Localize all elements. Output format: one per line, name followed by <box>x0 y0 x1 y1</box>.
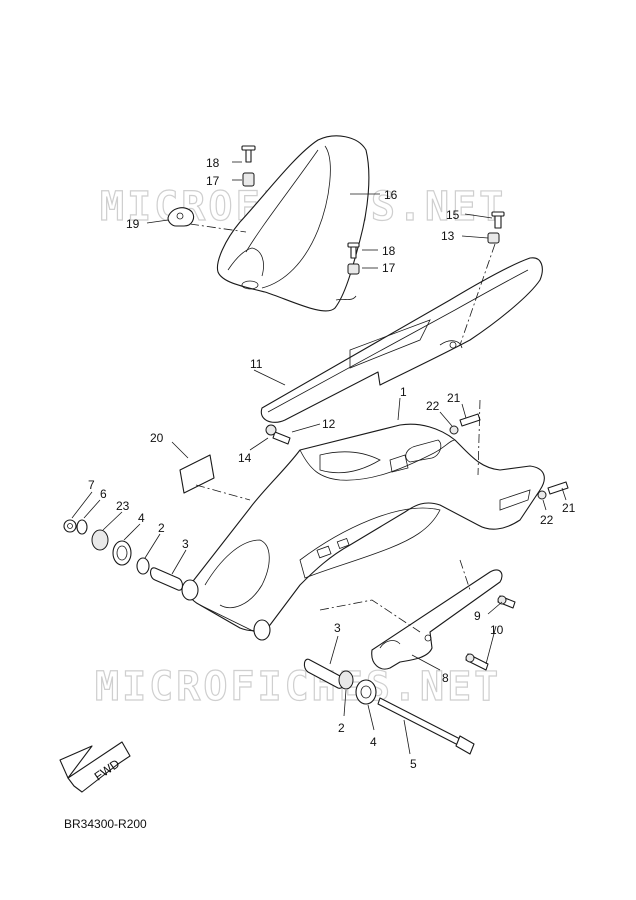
callout-22-top: 22 <box>426 399 440 413</box>
rear-arm <box>181 423 545 641</box>
callout-17-top: 17 <box>206 174 220 188</box>
diagram-reference-code: BR34300-R200 <box>64 817 147 831</box>
callout-7: 7 <box>88 478 95 492</box>
rear-fender-hugger <box>216 135 370 312</box>
callout-23: 23 <box>116 499 130 513</box>
callout-2-lower: 2 <box>338 721 345 735</box>
callout-9: 9 <box>474 609 481 623</box>
callout-1: 1 <box>400 385 407 399</box>
callout-17-right: 17 <box>382 261 396 275</box>
callout-19: 19 <box>126 217 140 231</box>
callout-2-left: 2 <box>158 521 165 535</box>
callout-5: 5 <box>410 757 417 771</box>
leader-lines <box>71 161 567 755</box>
collar-and-bolt-fender-right <box>347 242 360 275</box>
pivot-hardware-left <box>63 519 184 591</box>
callout-14: 14 <box>238 451 252 465</box>
watermark-bottom: MICROFICHES.NET <box>95 664 501 710</box>
caution-label <box>179 454 215 494</box>
callout-12: 12 <box>322 417 336 431</box>
callout-10: 10 <box>490 623 504 637</box>
forward-arrow: FWD <box>59 741 131 793</box>
chain-support <box>371 569 503 670</box>
callout-3-left: 3 <box>182 537 189 551</box>
callout-13: 13 <box>441 229 455 243</box>
callout-16: 16 <box>384 188 398 202</box>
hose-clamp <box>167 207 195 227</box>
callout-22-right: 22 <box>540 513 554 527</box>
callout-18-right: 18 <box>382 244 396 258</box>
callout-21-right: 21 <box>562 501 576 515</box>
callout-4-lower: 4 <box>370 735 377 749</box>
assembly-lines <box>189 223 496 633</box>
pivot-hardware-lower <box>303 658 475 755</box>
callout-18-top: 18 <box>206 156 220 170</box>
chain-case <box>260 257 543 423</box>
small-fasteners <box>265 413 569 500</box>
callout-11: 11 <box>250 357 263 371</box>
callout-20: 20 <box>150 431 164 445</box>
callout-3-lower: 3 <box>334 621 341 635</box>
callout-21-top: 21 <box>447 391 461 405</box>
callout-numbers: 18 17 19 16 15 13 18 17 11 1 21 22 12 14… <box>88 156 576 771</box>
callout-4-left: 4 <box>138 511 145 525</box>
bolt-washer-chain-support <box>465 595 516 671</box>
callout-6: 6 <box>100 487 107 501</box>
collar-and-bolt-fender-top <box>241 145 256 187</box>
callout-8: 8 <box>442 671 449 685</box>
callout-15: 15 <box>446 208 460 222</box>
